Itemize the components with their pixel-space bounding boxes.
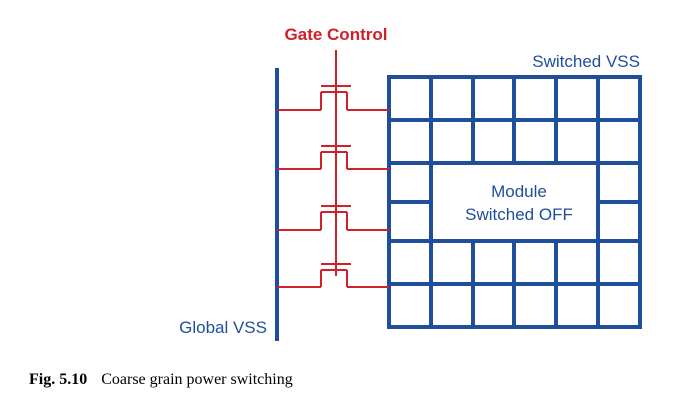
global-vss-label: Global VSS xyxy=(179,318,267,337)
gate-control-label: Gate Control xyxy=(285,25,388,44)
power-switch-1 xyxy=(277,80,389,111)
power-switches xyxy=(277,80,389,288)
module-switched-off-label: Switched OFF xyxy=(465,205,573,224)
power-switch-2 xyxy=(277,145,389,170)
module-switched-off-area xyxy=(435,167,594,237)
figure-caption-text: Coarse grain power switching xyxy=(101,371,293,388)
figure-caption: Fig. 5.10 Coarse grain power switching xyxy=(29,371,293,388)
module-label: Module xyxy=(491,182,547,201)
figure-number: Fig. 5.10 xyxy=(29,371,87,388)
power-switch-3 xyxy=(277,205,389,231)
power-switch-4 xyxy=(277,263,389,288)
switched-vss-grid xyxy=(389,77,640,327)
switched-vss-label: Switched VSS xyxy=(532,52,640,71)
